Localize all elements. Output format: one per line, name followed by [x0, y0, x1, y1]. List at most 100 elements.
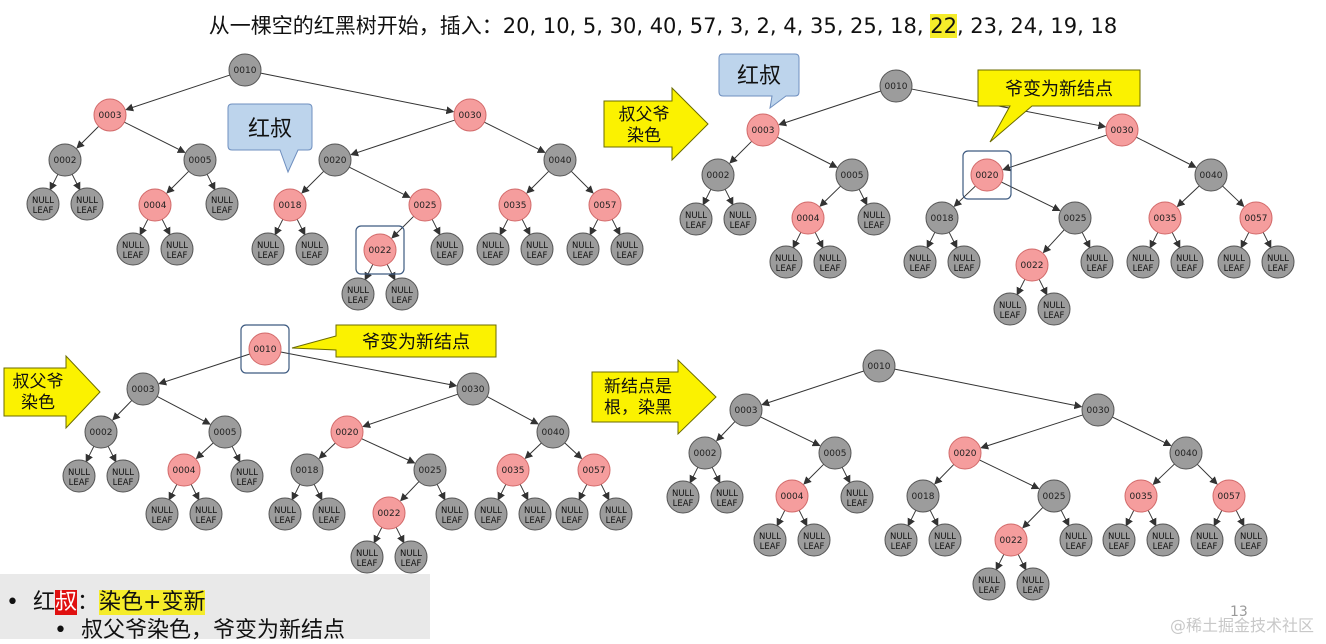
- null-leaf-circle: [566, 232, 600, 266]
- null-leaf-circle: [160, 232, 194, 266]
- node-key: 0057: [1245, 214, 1268, 224]
- tree-edge: [564, 442, 583, 460]
- tree-edge: [858, 189, 868, 206]
- tree-3-nodes: NULLLEAFNULLLEAFNULLLEAFNULLLEAFNULLLEAF…: [62, 324, 633, 574]
- tree-edge: [519, 484, 529, 501]
- node-circle: [688, 436, 722, 470]
- tree-edge: [798, 510, 808, 527]
- node-key: 0002: [707, 171, 730, 181]
- tree-edge: [526, 170, 550, 194]
- tree-edge: [1196, 463, 1218, 485]
- tree-edge: [814, 232, 824, 249]
- node-circle: [498, 188, 532, 222]
- tree-edge: [600, 484, 610, 501]
- null-leaf-label: LEAF: [437, 251, 458, 261]
- tree-3: NULLLEAFNULLLEAFNULLLEAFNULLLEAFNULLLEAF…: [62, 324, 633, 574]
- null-leaf-label: NULL: [561, 506, 583, 516]
- null-leaf-circle: [435, 497, 469, 531]
- tree-node-0020: 0020: [318, 143, 352, 177]
- arrow-root-black: 新结点是 根，染黑: [591, 358, 717, 436]
- null-leaf-label: LEAF: [1268, 264, 1289, 274]
- tree-edge: [484, 121, 546, 153]
- node-key: 0040: [1175, 449, 1198, 459]
- null-leaf-circle: [341, 277, 375, 311]
- null-leaf-label: LEAF: [1066, 542, 1087, 552]
- tree-edge: [521, 219, 531, 236]
- null-leaf-circle: [62, 459, 96, 493]
- null-leaf-label: LEAF: [167, 251, 188, 261]
- tree-node-0030: 0030: [1105, 113, 1139, 147]
- tree-node-0030: 0030: [1081, 393, 1115, 427]
- tree-edge: [911, 88, 1107, 130]
- null-leaf-circle: [769, 245, 803, 279]
- node-key: 0020: [324, 156, 347, 166]
- tree-edge: [139, 219, 149, 236]
- null-leaf-label: LEAF: [319, 516, 340, 526]
- node-key: 0022: [1021, 261, 1044, 271]
- node-key: 0030: [462, 385, 485, 395]
- node-key: 0002: [54, 156, 77, 166]
- null-leaf-label: LEAF: [401, 559, 422, 569]
- node-circle: [970, 158, 1004, 192]
- node-circle: [84, 415, 118, 449]
- null-leaf-label: LEAF: [527, 251, 548, 261]
- node-circle: [835, 158, 869, 192]
- tree-edge: [1112, 416, 1172, 447]
- null-leaf-circle: [70, 187, 104, 221]
- tree-edge: [1002, 134, 1107, 172]
- node-circle: [1081, 393, 1115, 427]
- node-key: 0003: [735, 406, 758, 416]
- node-key: 0005: [841, 171, 864, 181]
- tree-edge: [729, 140, 753, 164]
- node-key: 0035: [504, 201, 527, 211]
- node-key: 0003: [752, 126, 775, 136]
- node-circle: [363, 233, 397, 267]
- null-leaf-label: NULL: [803, 532, 825, 542]
- null-leaf-label: NULL: [572, 241, 594, 251]
- tree-edge: [578, 484, 588, 501]
- tree-node-0003: 0003: [126, 372, 160, 406]
- null-leaf-circle: [753, 523, 787, 557]
- tree-node-0002: 0002: [688, 436, 722, 470]
- tree-4: NULLLEAFNULLLEAFNULLLEAFNULLLEAFNULLLEAF…: [666, 349, 1268, 601]
- node-key: 0010: [234, 66, 257, 76]
- node-key: 0022: [369, 246, 392, 256]
- node-circle: [496, 453, 530, 487]
- null-leaf-label: LEAF: [1177, 264, 1198, 274]
- node-circle: [906, 479, 940, 513]
- null-leaf-label: LEAF: [113, 478, 134, 488]
- null-leaf-label: NULL: [759, 532, 781, 542]
- tree-edge: [778, 90, 881, 127]
- tree-2: NULLLEAFNULLLEAFNULLLEAFNULLLEAFNULLLEAF…: [679, 69, 1295, 326]
- tree-node-0002: 0002: [701, 158, 735, 192]
- node-key: 0035: [1130, 492, 1153, 502]
- null-leaf-circle: [230, 459, 264, 493]
- tree-node-0003: 0003: [729, 393, 763, 427]
- tree-edge: [1125, 510, 1135, 527]
- node-key: 0002: [90, 428, 113, 438]
- tree-node-0057: 0057: [1239, 201, 1273, 235]
- tree-edge: [158, 353, 250, 386]
- null-leaf-label: NULL: [1086, 254, 1108, 264]
- tree-edge: [689, 467, 699, 484]
- node-circle: [330, 415, 364, 449]
- tree-edge: [313, 484, 323, 501]
- node-circle: [248, 332, 282, 366]
- null-leaf-circle: [26, 187, 60, 221]
- null-leaf-circle: [476, 232, 510, 266]
- null-leaf-circle: [350, 540, 384, 574]
- tree-2-nodes: NULLLEAFNULLLEAFNULLLEAFNULLLEAFNULLLEAF…: [679, 69, 1295, 326]
